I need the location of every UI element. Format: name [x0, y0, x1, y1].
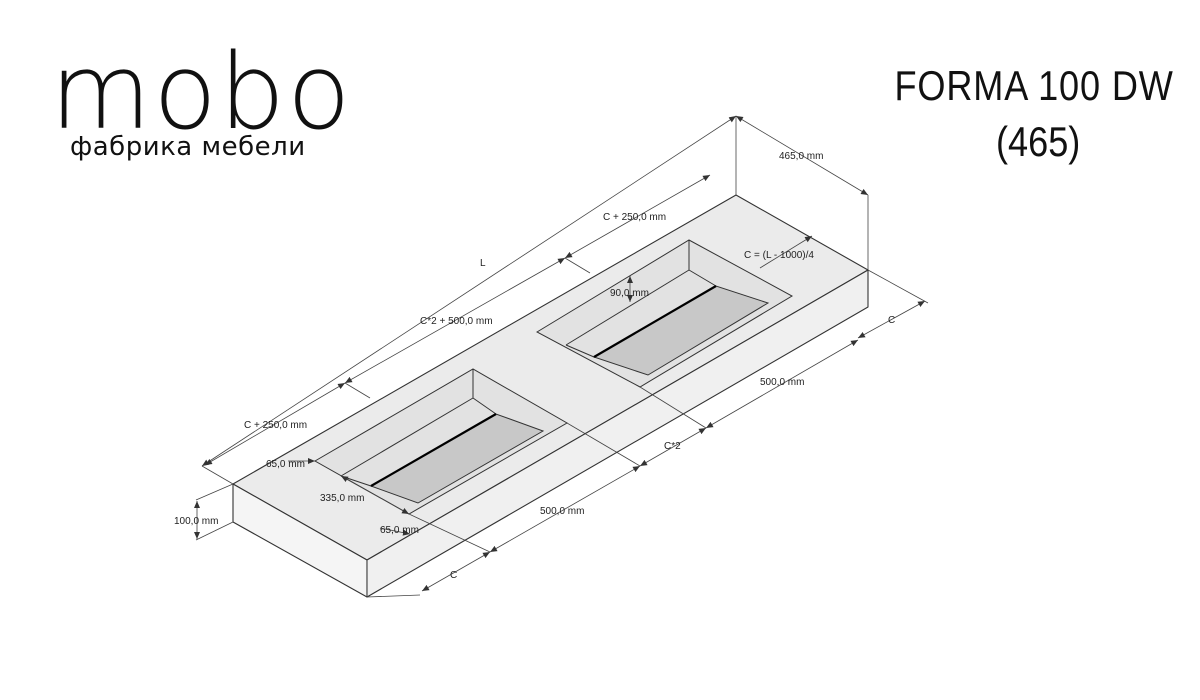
- dim-front-c: [421, 551, 491, 592]
- dimension-labels: 465,0 mm C + 250,0 mm L C = (L - 1000)/4…: [174, 151, 895, 581]
- label-total-length: L: [480, 258, 486, 269]
- dim-middle-c2: [639, 427, 707, 467]
- label-c2-500: C*2 + 500,0 mm: [420, 316, 493, 327]
- dim-depth: [735, 115, 869, 196]
- dim-rim-front: [379, 527, 411, 536]
- dim-basin-depth-width: [340, 475, 410, 515]
- dim-left-basin-width: [489, 465, 641, 553]
- label-right-basin-width: 500,0 mm: [760, 377, 804, 388]
- ext-line: [195, 483, 234, 501]
- dim-right-basin-width: [705, 339, 859, 429]
- label-rim-front: 65,0 mm: [380, 525, 419, 536]
- dim-c-formula: [759, 235, 813, 269]
- label-depth: 465,0 mm: [779, 151, 823, 162]
- dim-c-250-top: [564, 174, 711, 259]
- label-front-c: C: [450, 570, 457, 581]
- ext-line: [201, 465, 234, 485]
- ext-line: [344, 382, 371, 399]
- label-rim-left: 65,0 mm: [266, 459, 305, 470]
- ext-line: [408, 513, 491, 553]
- label-thickness: 100,0 mm: [174, 516, 218, 527]
- dim-c2-500: [344, 257, 566, 384]
- label-middle-c2: C*2: [664, 441, 681, 452]
- label-c-formula: C = (L - 1000)/4: [744, 250, 814, 261]
- ext-line: [867, 269, 929, 304]
- ext-line: [366, 594, 421, 598]
- dim-c-250-left: [204, 382, 346, 466]
- ext-line: [564, 257, 591, 274]
- dim-right-c: [857, 300, 926, 339]
- label-left-basin-width: 500,0 mm: [540, 506, 584, 517]
- label-basin-depth: 90,0 mm: [610, 288, 649, 299]
- product-subtitle: (465): [996, 118, 1081, 165]
- ext-line: [195, 521, 234, 541]
- label-right-c: C: [888, 315, 895, 326]
- label-c-250-top: C + 250,0 mm: [603, 212, 666, 223]
- label-basin-depth-width: 335,0 mm: [320, 493, 364, 504]
- dimension-lines: [194, 115, 929, 598]
- product-title: FORMA 100 DW: [894, 62, 1174, 109]
- label-c-250-left: C + 250,0 mm: [244, 420, 307, 431]
